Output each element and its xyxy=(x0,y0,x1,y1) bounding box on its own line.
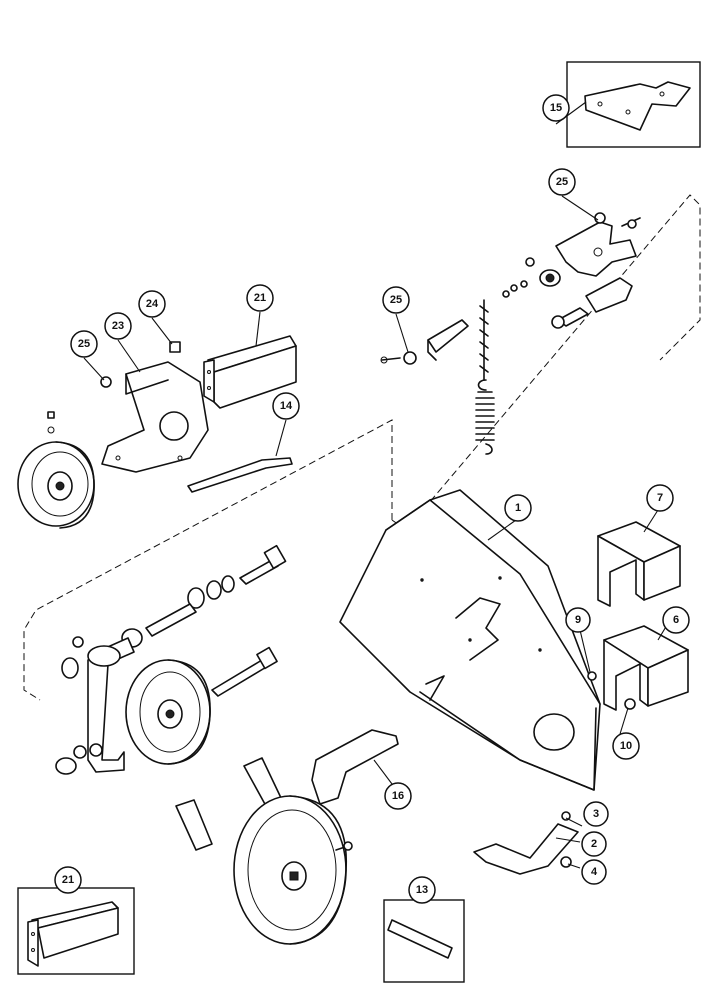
svg-text:1: 1 xyxy=(515,502,521,514)
inset-box-part-21 xyxy=(17,887,135,975)
callout-21-box: 21 xyxy=(54,866,82,894)
belt-tightener-bracket-assembly xyxy=(502,212,641,329)
drive-pulley-upper xyxy=(17,411,95,529)
svg-text:10: 10 xyxy=(620,740,632,752)
svg-text:9: 9 xyxy=(575,614,581,626)
callout-7: 7 xyxy=(646,484,674,512)
callout-3: 3 xyxy=(583,801,609,827)
callout-25-left: 25 xyxy=(70,330,98,358)
chain-and-spring xyxy=(475,299,495,455)
idler-pulley-middle xyxy=(125,646,278,765)
svg-text:2: 2 xyxy=(591,838,597,850)
callout-4: 4 xyxy=(581,859,607,885)
callout-24: 24 xyxy=(138,290,166,318)
cover-part-6 xyxy=(603,625,689,711)
bracket-part-16 xyxy=(311,729,399,805)
svg-text:4: 4 xyxy=(591,866,598,878)
callout-23: 23 xyxy=(104,312,132,340)
svg-text:25: 25 xyxy=(556,176,568,188)
callout-6: 6 xyxy=(662,606,690,634)
pivot-bolt-and-spacers xyxy=(91,544,287,669)
svg-text:3: 3 xyxy=(593,808,599,820)
mounting-bracket-part-23 xyxy=(100,341,209,473)
svg-text:16: 16 xyxy=(392,790,404,802)
callout-14: 14 xyxy=(272,392,300,420)
strap-part-2 xyxy=(473,811,579,875)
nut-part-9 xyxy=(587,671,597,681)
svg-text:13: 13 xyxy=(416,884,428,896)
idler-arm-assembly xyxy=(55,636,125,775)
strap-part-14 xyxy=(187,457,293,493)
callout-16: 16 xyxy=(384,782,412,810)
svg-text:14: 14 xyxy=(280,400,293,412)
callout-25-right: 25 xyxy=(548,168,576,196)
wedge-spacer-left xyxy=(175,799,213,851)
callout-25-mid: 25 xyxy=(382,286,410,314)
callout-10: 10 xyxy=(612,732,640,760)
callout-2: 2 xyxy=(581,831,607,857)
callout-1: 1 xyxy=(504,494,532,522)
cover-part-7 xyxy=(597,521,681,607)
nut-part-10 xyxy=(624,698,636,710)
svg-text:25: 25 xyxy=(78,338,90,350)
angle-bracket-part-21 xyxy=(203,335,297,409)
small-clip-bracket xyxy=(380,319,469,365)
svg-text:24: 24 xyxy=(146,298,159,310)
svg-text:6: 6 xyxy=(673,614,679,626)
svg-text:23: 23 xyxy=(112,320,124,332)
large-pulley-bottom xyxy=(233,795,353,945)
svg-text:21: 21 xyxy=(254,292,266,304)
inset-box-part-15 xyxy=(566,61,701,148)
svg-text:7: 7 xyxy=(657,492,663,504)
svg-text:15: 15 xyxy=(550,102,562,114)
svg-text:25: 25 xyxy=(390,294,402,306)
inset-box-part-13 xyxy=(383,899,465,983)
belt-shield-part-1 xyxy=(339,489,601,791)
svg-text:21: 21 xyxy=(62,874,74,886)
callout-13: 13 xyxy=(408,876,436,904)
callout-21-top: 21 xyxy=(246,284,274,312)
callout-15: 15 xyxy=(542,94,570,122)
callout-9: 9 xyxy=(565,607,591,633)
